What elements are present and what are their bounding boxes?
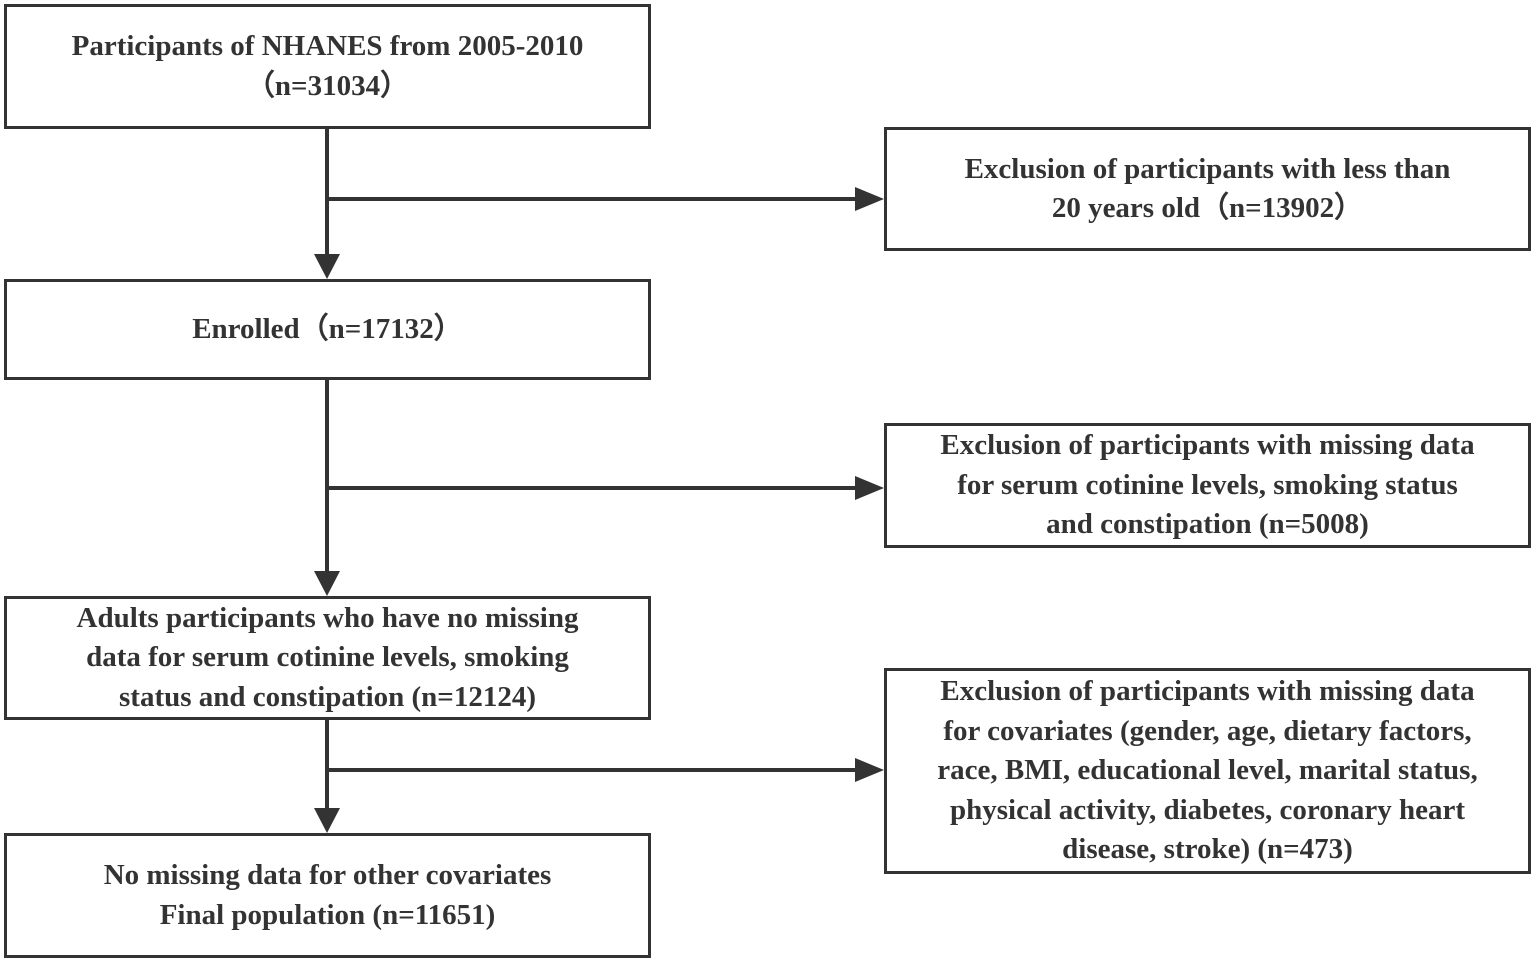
box-exclusion-age-line-2: 20 years old（n=13902） xyxy=(1051,192,1364,224)
box-exclusion-missing-covariates: Exclusion of participants with missing d… xyxy=(884,668,1531,874)
box-nhanes-participants: Participants of NHANES from 2005-2010 （n… xyxy=(4,4,651,129)
box-nhanes-participants-line-2: （n=31034） xyxy=(245,69,410,102)
box-nhanes-participants-line-1: Participants of NHANES from 2005-2010 xyxy=(71,30,584,62)
box-adults-no-missing-data: Adults participants who have no missing … xyxy=(4,596,651,720)
arrowhead-exclusion-2 xyxy=(855,476,884,500)
box-exclusion-missing-covariates-line-5: disease, stroke) (n=473) xyxy=(1062,833,1353,866)
box-exclusion-missing-cotinine-line-3: and constipation (n=5008) xyxy=(1046,508,1369,541)
arrowhead-main-2-to-3 xyxy=(314,571,340,596)
box-final-population: No missing data for other covariates Fin… xyxy=(4,833,651,958)
box-adults-no-missing-data-line-3: status and constipation (n=12124) xyxy=(119,680,536,713)
box-exclusion-missing-cotinine-line-2: for serum cotinine levels, smoking statu… xyxy=(957,468,1458,501)
box-final-population-line-2: Final population (n=11651) xyxy=(159,898,496,931)
box-exclusion-age-line-1: Exclusion of participants with less than xyxy=(964,152,1451,185)
box-exclusion-missing-cotinine-line-1: Exclusion of participants with missing d… xyxy=(940,429,1475,462)
box-exclusion-missing-covariates-line-3: race, BMI, educational level, marital st… xyxy=(937,754,1478,787)
arrowhead-main-3-to-4 xyxy=(314,808,340,833)
arrowhead-exclusion-3 xyxy=(855,758,884,782)
arrowhead-main-1-to-2 xyxy=(314,254,340,279)
box-final-population-line-1: No missing data for other covariates xyxy=(103,859,552,891)
box-exclusion-missing-covariates-line-4: physical activity, diabetes, coronary he… xyxy=(950,793,1465,826)
box-adults-no-missing-data-line-1: Adults participants who have no missing xyxy=(76,601,579,634)
arrowhead-exclusion-1 xyxy=(855,187,884,211)
box-exclusion-missing-cotinine: Exclusion of participants with missing d… xyxy=(884,423,1531,548)
box-exclusion-missing-covariates-line-1: Exclusion of participants with missing d… xyxy=(940,675,1475,708)
box-exclusion-missing-covariates-line-2: for covariates (gender, age, dietary fac… xyxy=(943,714,1472,747)
box-enrolled: Enrolled（n=17132） xyxy=(4,279,651,380)
box-enrolled-line-1: Enrolled（n=17132） xyxy=(192,312,463,345)
box-adults-no-missing-data-line-2: data for serum cotinine levels, smoking xyxy=(86,641,569,674)
box-exclusion-age: Exclusion of participants with less than… xyxy=(884,127,1531,251)
